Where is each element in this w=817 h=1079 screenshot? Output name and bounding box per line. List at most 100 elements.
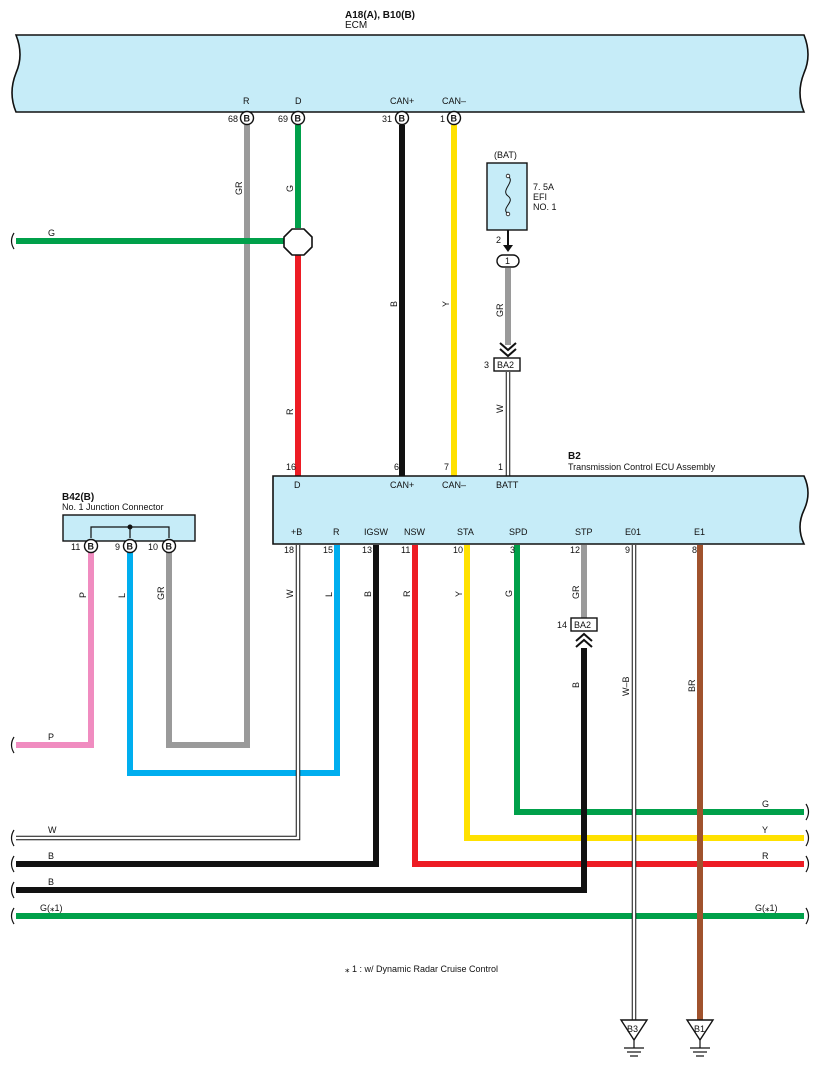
wire-label: P bbox=[48, 732, 54, 742]
fuse-pin: 2 bbox=[496, 235, 501, 245]
tcu-bottom-pin-signal: STA bbox=[457, 527, 474, 537]
wire-gr-ecm-jc bbox=[166, 125, 250, 748]
tcu-top-pin-signal: D bbox=[294, 480, 301, 490]
tcu-bottom-pin-number: 18 bbox=[284, 545, 294, 555]
splice-point bbox=[283, 228, 313, 256]
tcu-top-pin-signal: CAN– bbox=[442, 480, 466, 490]
wire-label: Y bbox=[762, 825, 768, 835]
ecm-pin-number: 69 bbox=[278, 114, 288, 124]
tcu-name: Transmission Control ECU Assembly bbox=[568, 462, 716, 472]
tcu-top-pin-signal: CAN+ bbox=[390, 480, 414, 490]
wire-label: G(⁎1) bbox=[755, 903, 778, 913]
tcu-bottom-pin-signal: NSW bbox=[404, 527, 426, 537]
ecm-pin-conn: B bbox=[244, 114, 251, 124]
junction-connector: B42(B) No. 1 Junction Connector B B B 11… bbox=[62, 492, 196, 554]
tcu-top-pins: 16 6 7 1 D CAN+ CAN– BATT bbox=[286, 462, 519, 490]
ecm-component: A18(A), B10(B) ECM bbox=[11, 10, 809, 113]
wire-label: GR bbox=[495, 303, 505, 317]
wire-y-sta-right bbox=[464, 545, 804, 841]
fuse-rating: 7. 5A bbox=[533, 182, 554, 192]
ground-b3: B3 bbox=[619, 1019, 649, 1057]
jc-pin-number: 10 bbox=[148, 542, 158, 552]
tcu-bottom-pin-number: 9 bbox=[625, 545, 630, 555]
jc-pin-number: 9 bbox=[115, 542, 120, 552]
wire-label: L bbox=[324, 592, 334, 597]
tcu-top-pin-number: 6 bbox=[394, 462, 399, 472]
fuse-name2: NO. 1 bbox=[533, 202, 557, 212]
ground-b3-label: B3 bbox=[627, 1024, 638, 1034]
fuse-circle-pin: 1 bbox=[505, 256, 510, 266]
ecm-pin-conn: B bbox=[295, 114, 302, 124]
jc-pin-conn: B bbox=[166, 542, 173, 552]
tcu-bottom-pin-number: 15 bbox=[323, 545, 333, 555]
ba2-upper-connector: BA2 3 bbox=[484, 342, 521, 372]
wire-g-spd-right bbox=[514, 545, 804, 815]
jc-pin-conn: B bbox=[127, 542, 134, 552]
wire-label: GR bbox=[571, 585, 581, 599]
footnote: ⁎ 1 : w/ Dynamic Radar Cruise Control bbox=[345, 964, 498, 974]
wire-label: GR bbox=[234, 181, 244, 195]
wire-label: B bbox=[571, 682, 581, 688]
wire-label: W bbox=[48, 825, 57, 835]
ba2-lower-pin: 14 bbox=[557, 620, 567, 630]
wire-label: G(⁎1) bbox=[40, 903, 63, 913]
wire-l-jc-tcu bbox=[127, 545, 340, 776]
fuse-source: (BAT) bbox=[494, 150, 517, 160]
wire-b-ba2-left bbox=[16, 648, 587, 893]
wire-w-tcu-left bbox=[16, 545, 301, 841]
ba2-upper-label: BA2 bbox=[497, 360, 514, 370]
wire-label: Y bbox=[441, 301, 451, 307]
ground-b1: B1 bbox=[685, 1019, 715, 1057]
wire-label: R bbox=[402, 590, 412, 597]
tcu-bottom-pin-number: 3 bbox=[510, 545, 515, 555]
wire-label: BR bbox=[687, 679, 697, 692]
ecm-pin-signal: R bbox=[243, 96, 250, 106]
ecm-pin-signal: CAN+ bbox=[390, 96, 414, 106]
tcu-bottom-pin-signal: E01 bbox=[625, 527, 641, 537]
ba2-lower-connector: BA2 14 bbox=[557, 617, 598, 648]
tcu-top-pin-number: 1 bbox=[498, 462, 503, 472]
tcu-bottom-pin-signal: E1 bbox=[694, 527, 705, 537]
tcu-component: B2 Transmission Control ECU Assembly bbox=[272, 451, 809, 545]
tcu-code: B2 bbox=[568, 451, 581, 462]
ecm-pin-signal: CAN– bbox=[442, 96, 466, 106]
tcu-bottom-pin-number: 10 bbox=[453, 545, 463, 555]
tcu-bottom-pin-signal: IGSW bbox=[364, 527, 389, 537]
wire-label: B bbox=[389, 301, 399, 307]
wire-label: P bbox=[78, 592, 88, 598]
wire-label: B bbox=[48, 877, 54, 887]
tcu-top-pin-signal: BATT bbox=[496, 480, 519, 490]
wire-p-jc-left bbox=[16, 552, 94, 748]
wire-label: G bbox=[504, 590, 514, 597]
wire-label: R bbox=[762, 851, 769, 861]
wire-label: G bbox=[762, 799, 769, 809]
wire-label: B bbox=[363, 591, 373, 597]
ecm-code: A18(A), B10(B) bbox=[345, 10, 415, 21]
jc-pin-conn: B bbox=[88, 542, 95, 552]
ecm-name: ECM bbox=[345, 20, 367, 31]
wire-label: W–B bbox=[621, 676, 631, 696]
fuse-name1: EFI bbox=[533, 192, 547, 202]
ecm-pin-number: 1 bbox=[440, 114, 445, 124]
tcu-bottom-pin-number: 8 bbox=[692, 545, 697, 555]
tcu-bottom-pin-number: 11 bbox=[401, 545, 410, 555]
wires bbox=[16, 125, 804, 1020]
wire-b-igsw-left bbox=[16, 545, 379, 867]
wire-end-brackets bbox=[10, 232, 810, 925]
jc-code: B42(B) bbox=[62, 492, 94, 503]
ground-b1-label: B1 bbox=[694, 1024, 705, 1034]
tcu-bottom-pin-signal: SPD bbox=[509, 527, 528, 537]
ecm-pin-signal: D bbox=[295, 96, 302, 106]
wire-label: R bbox=[285, 408, 295, 415]
fuse-efi-no1: (BAT) 7. 5A EFI NO. 1 2 1 bbox=[486, 150, 557, 268]
jc-pin-number: 11 bbox=[71, 542, 80, 552]
tcu-top-pin-number: 16 bbox=[286, 462, 296, 472]
tcu-bottom-pin-signal: +B bbox=[291, 527, 302, 537]
jc-name: No. 1 Junction Connector bbox=[62, 502, 164, 512]
tcu-bottom-pin-signal: STP bbox=[575, 527, 593, 537]
wire-label: W bbox=[495, 404, 505, 413]
ecm-pin-circles: B B B B bbox=[239, 110, 462, 126]
ba2-upper-pin: 3 bbox=[484, 360, 489, 370]
